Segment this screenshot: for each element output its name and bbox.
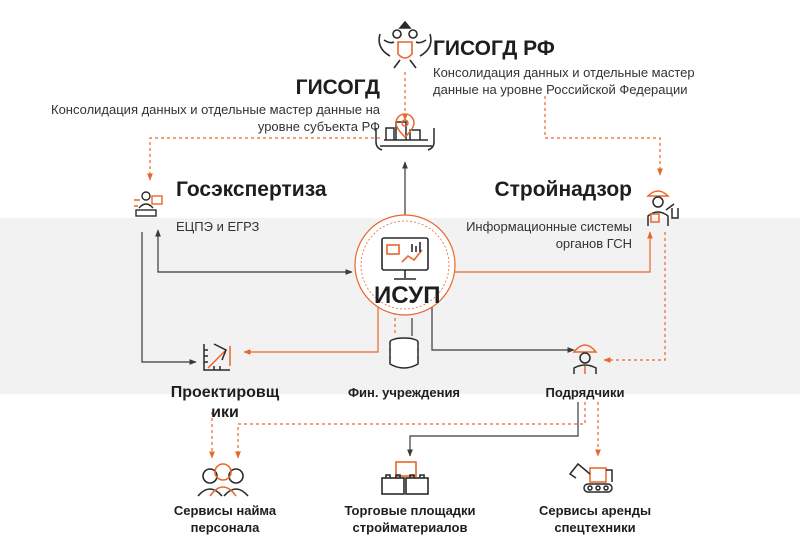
link-isup-proekt [243, 305, 379, 355]
people-group-icon [197, 463, 249, 497]
podryad-title: Подрядчики [545, 385, 625, 400]
building-blocks-icon [381, 461, 429, 495]
link-gosekspertiza-proekt [141, 232, 197, 365]
trade-title-line1: Торговые площадки [344, 503, 476, 518]
hiring-title: Сервисы найма персонала [160, 502, 290, 536]
dashboard-monitor-icon [381, 237, 429, 280]
expert-review-icon [134, 191, 163, 217]
link-gosekspertiza-isup [155, 229, 353, 275]
stroinadzor-desc-line2: органов ГСН [555, 236, 632, 251]
proekt-title-line2: ики [211, 404, 239, 421]
proekt-title: Проектировщ ики [160, 383, 290, 423]
gisogd-title: ГИСОГД [295, 76, 380, 99]
link-podryad-hiring [235, 402, 586, 459]
drafting-tools-icon [203, 343, 231, 371]
rental-title-line2: спецтехники [554, 520, 636, 535]
isup-title: ИСУП [374, 282, 441, 309]
stroinadzor-desc-line1: Информационные системы [466, 219, 632, 234]
isup-hub [354, 214, 456, 316]
proekt-title-line1: Проектировщ [170, 384, 280, 401]
link-gisogdrf-stroinadzor [544, 96, 663, 176]
gisogd-rf-desc-line2: данные на уровне Российской Федерации [433, 82, 688, 97]
gisogd-rf-title: ГИСОГД РФ [433, 37, 555, 60]
database-icon [389, 337, 419, 369]
city-map-pin-icon [375, 113, 435, 151]
gosekspertiza-desc: ЕЦПЭ и ЕГРЗ [176, 219, 260, 234]
builder-worker-icon [572, 344, 598, 374]
construction-inspector-icon [646, 190, 679, 226]
gosekspertiza-title: Госэкспертиза [176, 178, 327, 201]
link-isup-podryad [431, 305, 575, 353]
hiring-title-line1: Сервисы найма [173, 503, 277, 518]
trade-title-line2: стройматериалов [352, 520, 468, 535]
gisogd-rf-desc: Консолидация данных и отдельные мастер д… [433, 64, 695, 98]
gisogd-desc-line2: уровне субъекта РФ [257, 119, 380, 134]
hiring-title-line2: персонала [190, 520, 260, 535]
gisogd-desc-line1: Консолидация данных и отдельные мастер д… [51, 102, 380, 117]
stroinadzor-title: Стройнадзор [494, 178, 632, 201]
link-podryad-trade [407, 402, 579, 457]
russian-eagle-emblem-icon [378, 20, 432, 69]
trade-title: Торговые площадки стройматериалов [335, 502, 485, 536]
fin-title: Фин. учреждения [347, 385, 461, 400]
gisogd-desc: Консолидация данных и отдельные мастер д… [51, 101, 380, 135]
excavator-icon [568, 462, 613, 493]
gisogd-rf-desc-line1: Консолидация данных и отдельные мастер [433, 65, 695, 80]
rental-title: Сервисы аренды спецтехники [530, 502, 660, 536]
link-isup-stroinadzor [455, 231, 653, 273]
stroinadzor-desc: Информационные системы органов ГСН [466, 218, 632, 252]
link-stroinadzor-podryad [603, 232, 666, 363]
link-gisogd-gosekspertiza [147, 137, 380, 181]
rental-title-line1: Сервисы аренды [538, 503, 652, 518]
connectors [141, 72, 666, 459]
